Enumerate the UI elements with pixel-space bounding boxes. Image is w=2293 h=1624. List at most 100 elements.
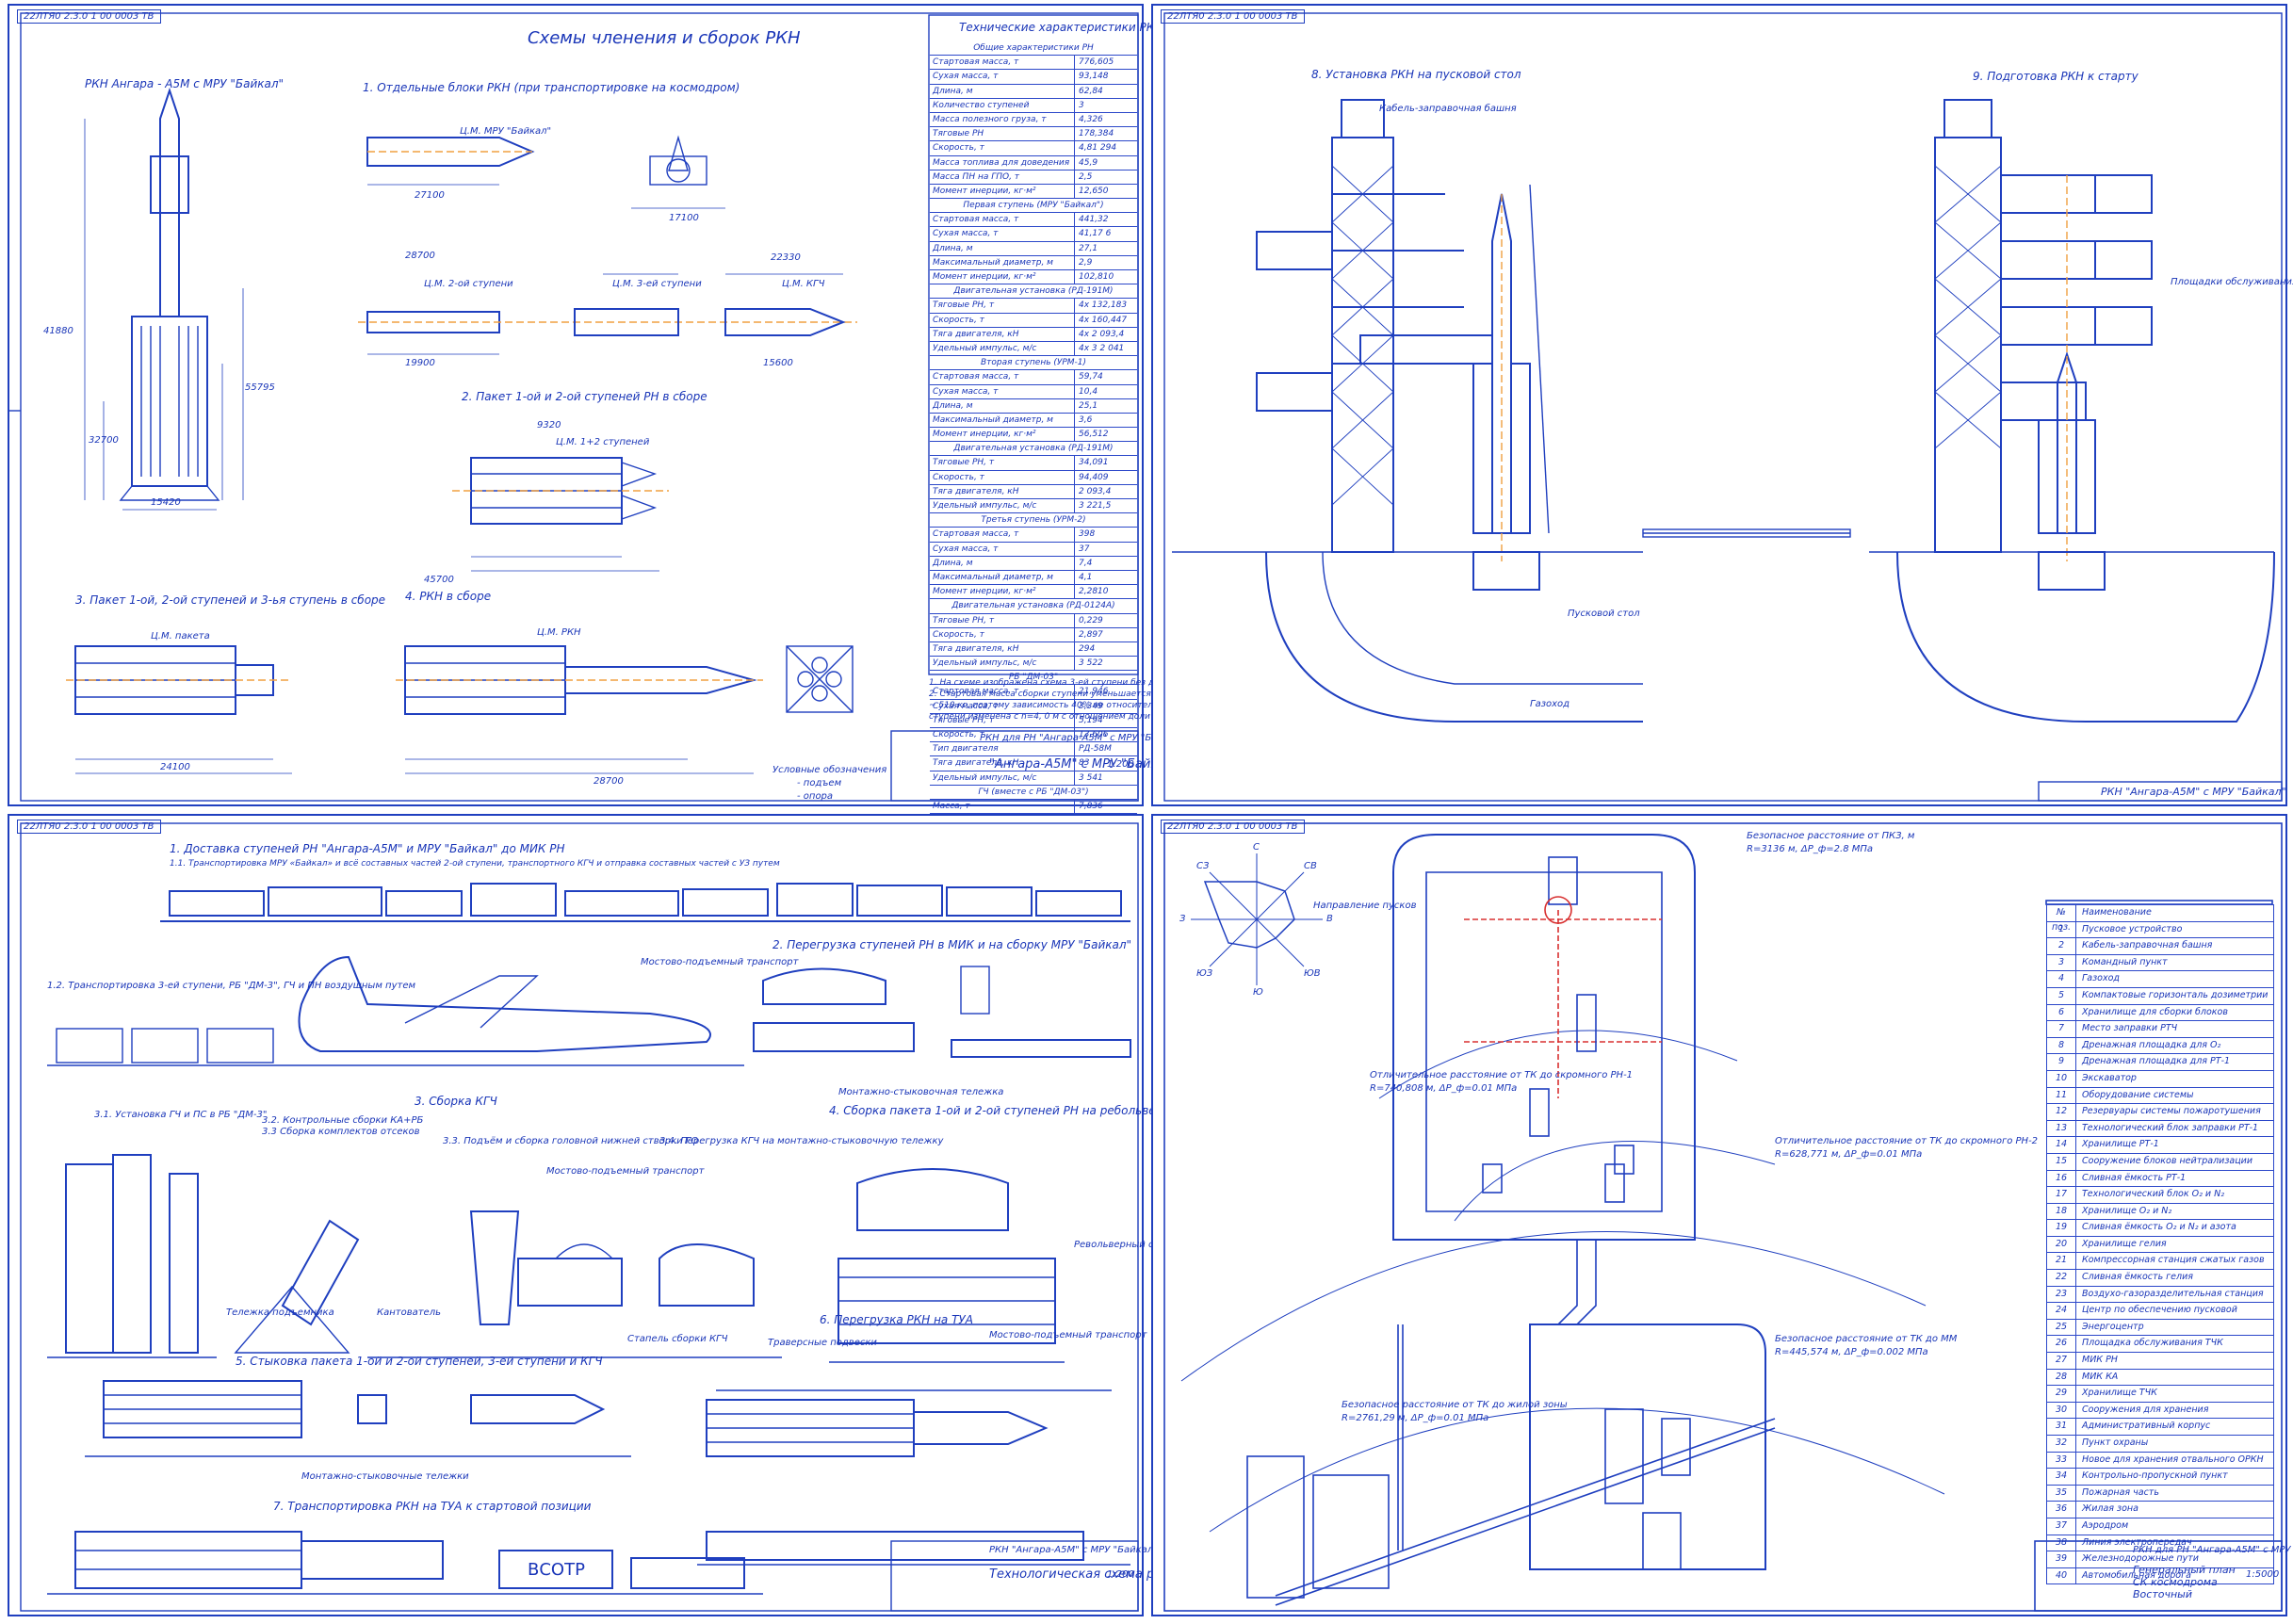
spec-note-2: 2. Стартовая масса сборки ступени уменьш… xyxy=(929,690,1210,699)
spec-key: Удельный импульс, м/с xyxy=(930,499,1075,513)
spec-key: Удельный импульс, м/с xyxy=(930,771,1075,785)
legend-num: 16 xyxy=(2047,1170,2076,1187)
spec-key: Количество ступеней xyxy=(930,98,1075,112)
wagon-label: ВСОТР xyxy=(528,1560,585,1580)
spec-key: Скорость, т xyxy=(930,313,1075,327)
label-trolley: Монтажно-стыковочная тележка xyxy=(838,1087,1004,1097)
spec-value: 2 093,4 xyxy=(1079,486,1112,496)
spec-key: Скорость, т xyxy=(930,141,1075,155)
s3-sec1: 1. Доставка ступеней РН "Ангара-А5М" и М… xyxy=(170,842,565,855)
spec-section-header: ГЧ (вместе с РБ "ДМ-03") xyxy=(930,786,1137,800)
legend-num: 33 xyxy=(2047,1452,2076,1469)
stamp2-title: РКН "Ангара-А5М" с МРУ "Байкал" xyxy=(2101,786,2286,798)
sec1-label: 1. Отдельные блоки РКН (при транспортиро… xyxy=(363,81,740,94)
spec-value: 441,32 xyxy=(1079,215,1109,225)
legend-num: 31 xyxy=(2047,1419,2076,1435)
spec-value: 10,4 xyxy=(1079,386,1098,397)
spec-value: 776,605 xyxy=(1079,57,1114,68)
legend-num: 20 xyxy=(2047,1236,2076,1253)
legend-name: Аэродром xyxy=(2082,1519,2129,1531)
spec-value: 13,606 xyxy=(1079,730,1109,739)
legend-name: МИК РН xyxy=(2082,1355,2118,1366)
spec-value: 2,2810 xyxy=(1079,587,1109,597)
legend-name: Газоход xyxy=(2082,973,2120,984)
legend-num: 21 xyxy=(2047,1253,2076,1270)
stamp1-name: "Ангара-А5М" с МРУ "Байкал" xyxy=(989,757,1179,771)
spec-value: 4,81 294 xyxy=(1079,143,1117,154)
spec-value: 4x 3 2 041 xyxy=(1079,343,1125,353)
spec-value: 94,409 xyxy=(1079,472,1109,482)
spec-title: Технические характеристики РКН xyxy=(959,21,1163,34)
spec-value: 25,1 xyxy=(1079,400,1098,411)
spec-section-header: Общие характеристики РН xyxy=(930,41,1137,57)
rocket-label: РКН Ангара - А5М с МРУ "Байкал" xyxy=(85,77,285,90)
spec-key: Стартовая масса, т xyxy=(930,528,1075,542)
sheet1-drawing xyxy=(9,12,1139,802)
spec-value: 2,5 xyxy=(1079,171,1093,182)
legend-name: Хранилище РТ-1 xyxy=(2082,1139,2159,1150)
cm-label-5: Ц.М. 1+2 ступеней xyxy=(556,437,650,447)
dim-5: 19900 xyxy=(405,358,435,368)
zone5-label: Безопасное расстояние от ТК до жилой зон… xyxy=(1342,1400,1568,1410)
spec-key: Момент инерции, кг·м² xyxy=(930,184,1075,199)
legend-name: Командный пункт xyxy=(2082,956,2168,967)
rose-e: В xyxy=(1326,914,1333,924)
spec-key: Удельный импульс, м/с xyxy=(930,657,1075,671)
legend-name: Хранилище гелия xyxy=(2082,1238,2167,1249)
legend-header-row: № поз.Наименование xyxy=(2047,905,2273,933)
s3-sec5: 5. Стыковка пакета 1-ой и 2-ой ступеней,… xyxy=(236,1355,603,1368)
spec-key: Сухая масса, т xyxy=(930,384,1075,398)
legend-num: 23 xyxy=(2047,1286,2076,1303)
s3-sec4: 4. Сборка пакета 1-ой и 2-ой ступеней РН… xyxy=(829,1104,1231,1117)
spec-section-header: Двигательная установка (РД-191М) xyxy=(930,284,1137,300)
zone1-value: R=3136 м, ΔP_ф=2.8 МПа xyxy=(1747,844,1874,854)
spec-key: Момент инерции, кг·м² xyxy=(930,428,1075,442)
legend-name: Хранилище для сборки блоков горючего xyxy=(2082,1006,2228,1017)
dim-6: 22330 xyxy=(771,252,801,263)
cm-label-2: Ц.М. 2-ой ступени xyxy=(424,279,513,289)
spec-key: Тяга двигателя, кН xyxy=(930,641,1075,657)
sheet-launch-installation: 22ЛТЯ0 2.3.0 1 00 0003 ТВ 8. Установка Р… xyxy=(1151,4,2293,806)
legend-num: 30 xyxy=(2047,1402,2076,1419)
spec-value: 45,9 xyxy=(1079,157,1098,168)
legend-name: Воздухо-газоразделительная станция xyxy=(2082,1288,2264,1299)
sec3-label: 3. Пакет 1-ой, 2-ой ступеней и 3-ья ступ… xyxy=(75,593,386,607)
dim-7: 41880 xyxy=(43,326,73,336)
spec-row: Момент инерции, кг·м² 56,512 xyxy=(930,428,1137,443)
legend-name: Хранилище ТЧК xyxy=(2082,1388,2157,1399)
legend-name: Экскаватор xyxy=(2082,1072,2137,1083)
spec-key: Тяга двигателя, кН xyxy=(930,756,1075,771)
stamp3-scale: 1:200 xyxy=(1107,1569,1134,1580)
legend-name: Дренажная площадка для О₂ xyxy=(2082,1039,2221,1050)
spec-value: 398 xyxy=(1079,529,1096,540)
legend-num: 6 xyxy=(2047,1004,2076,1021)
sec4-label: 4. РКН в сборе xyxy=(405,590,492,603)
spec-value: 3,349 xyxy=(1079,701,1103,711)
legend-num: 39 xyxy=(2047,1551,2076,1567)
spec-key: Сухая масса, т xyxy=(930,542,1075,556)
legend-num: 38 xyxy=(2047,1535,2076,1551)
spec-value: 59,74 xyxy=(1079,372,1103,382)
spec-value: 56,512 xyxy=(1079,430,1109,440)
label-trolleys: Монтажно-стыковочные тележки xyxy=(301,1471,469,1482)
